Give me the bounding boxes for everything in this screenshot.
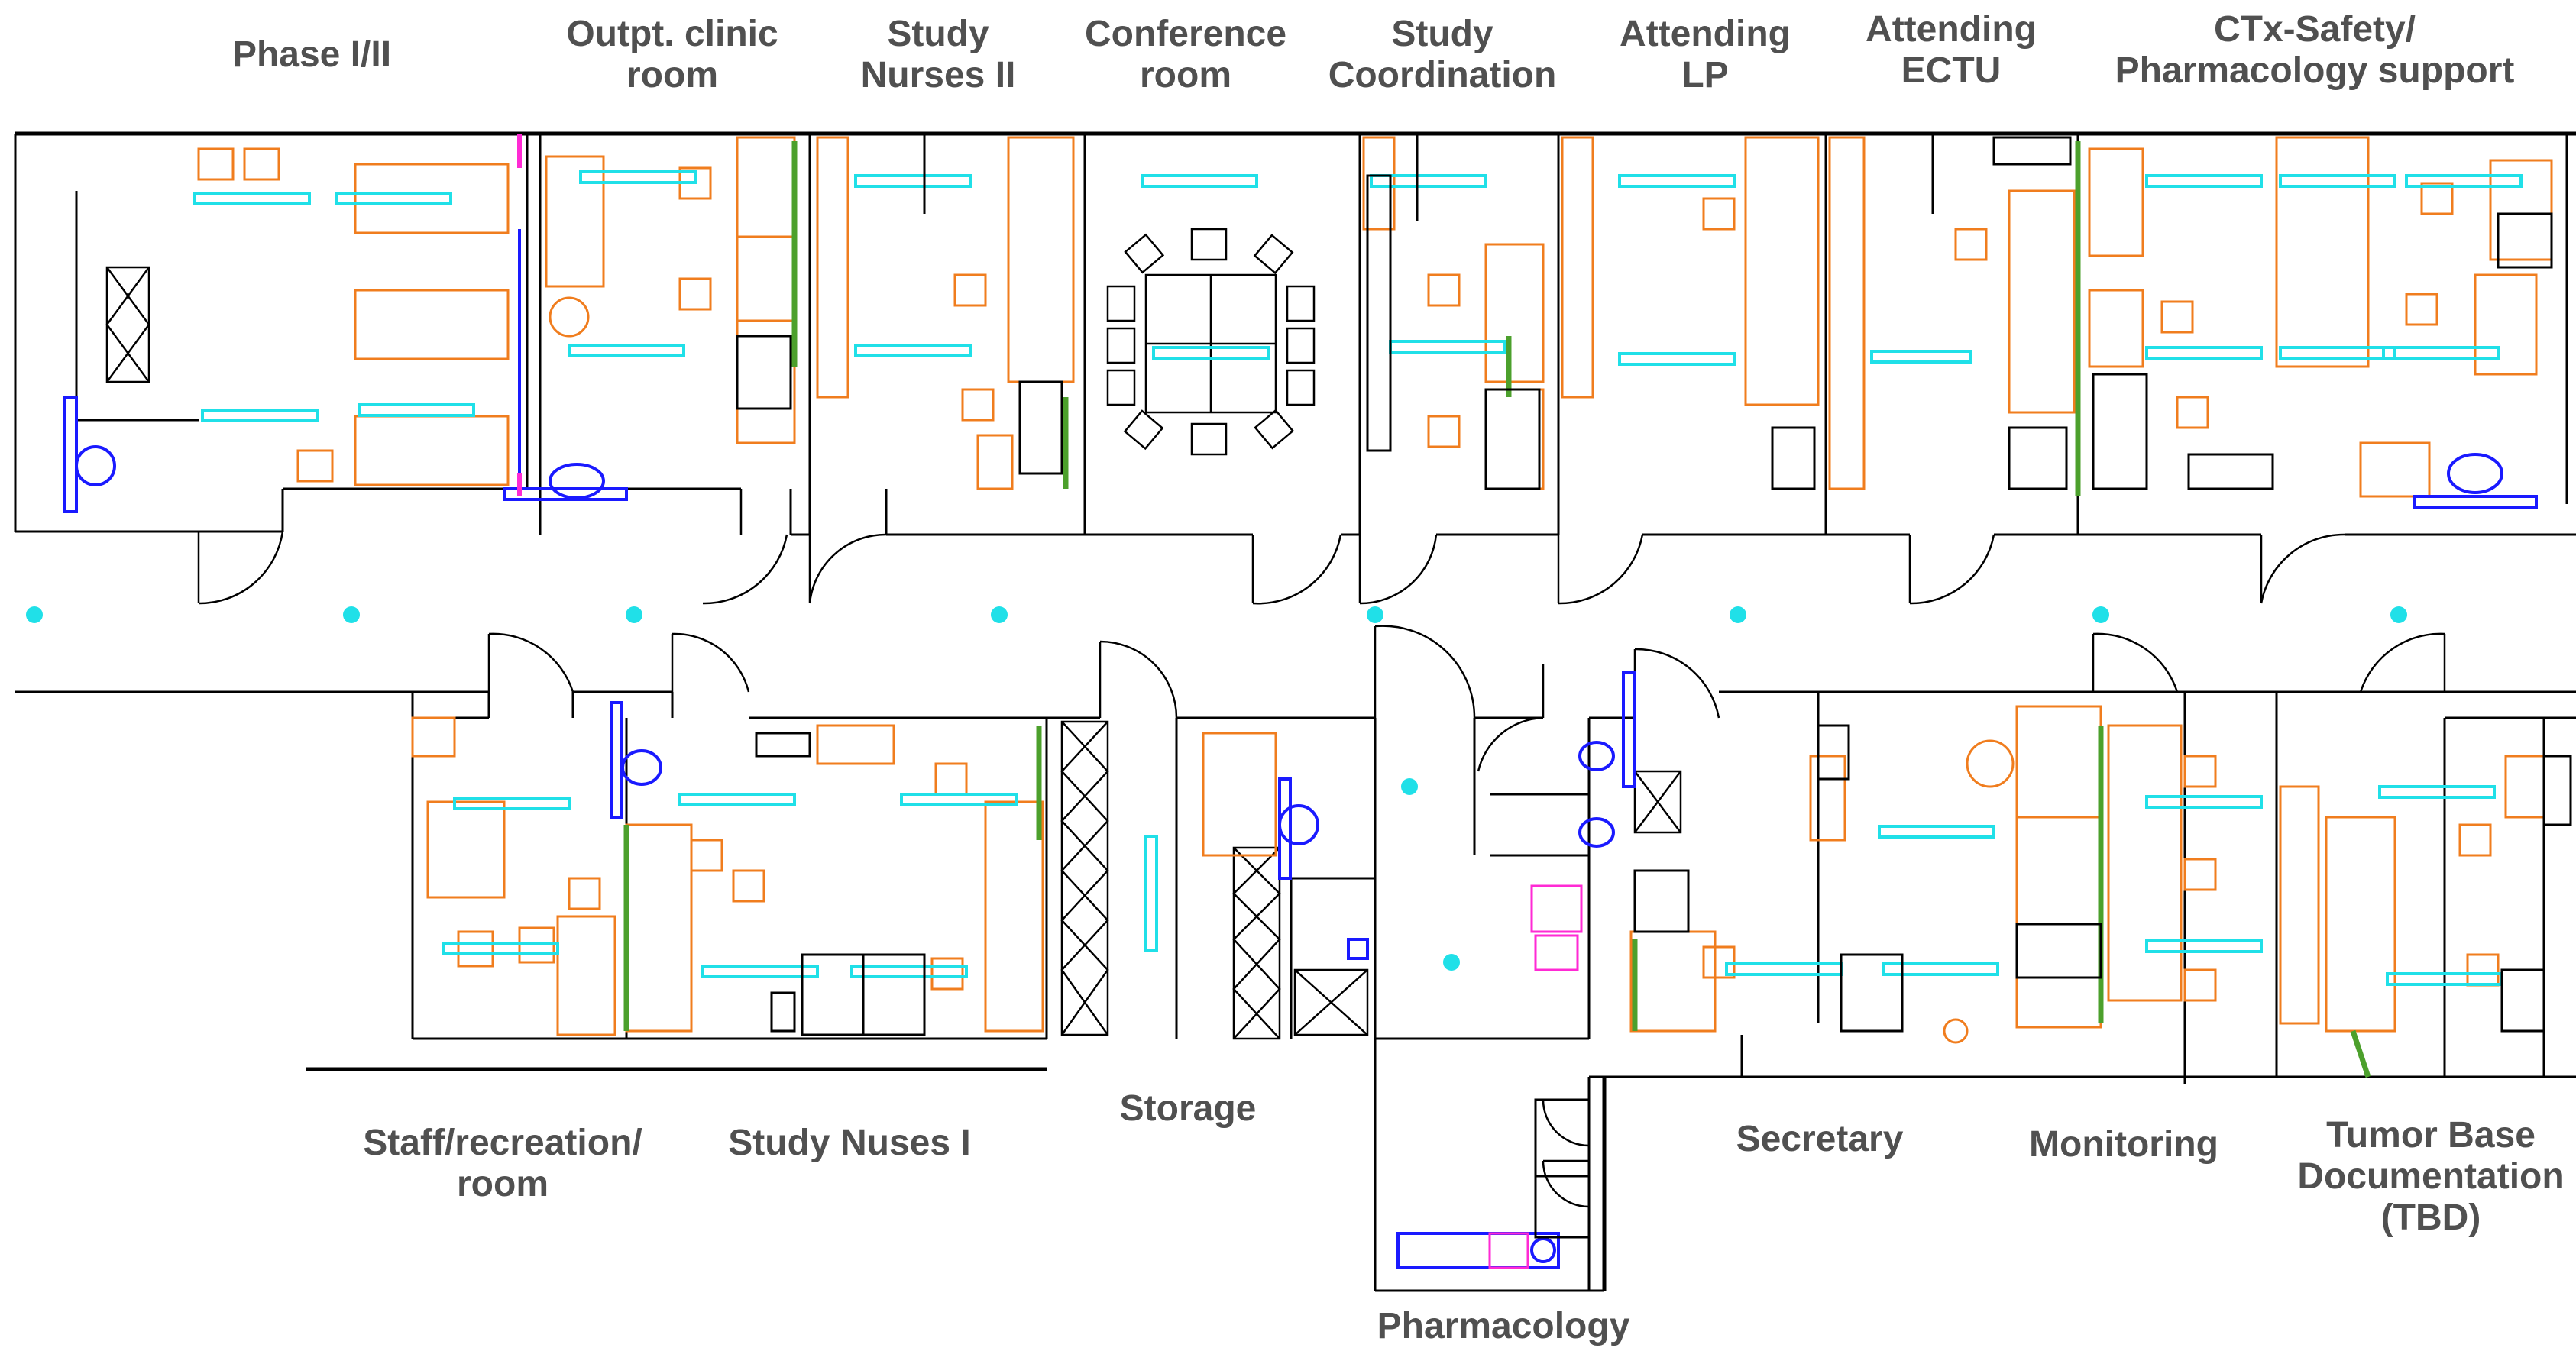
storage-racks [105,266,1682,1040]
bottom-wing-doors [487,625,2446,1208]
top-wing-doors [197,489,2346,605]
light-fixtures [193,170,2523,986]
label-secretary: Secretary [1736,1119,1904,1159]
label-pharmacology: Pharmacology [1377,1306,1630,1346]
furniture [197,136,2553,1044]
cabinets [736,134,2572,1239]
corridor-lights [26,606,2407,971]
special-equipment [517,134,1583,1269]
label-ctx-safety: CTx-Safety/Pharmacology support [2115,9,2515,91]
label-monitoring: Monitoring [2029,1124,2218,1165]
conference-table [1106,228,1316,456]
label-staff-room: Staff/recreation/room [363,1123,642,1204]
label-storage: Storage [1119,1088,1257,1129]
label-phase: Phase I/II [231,34,392,75]
equipment [63,229,2538,1269]
label-study-nurses-1: Study Nuses I [728,1123,971,1163]
